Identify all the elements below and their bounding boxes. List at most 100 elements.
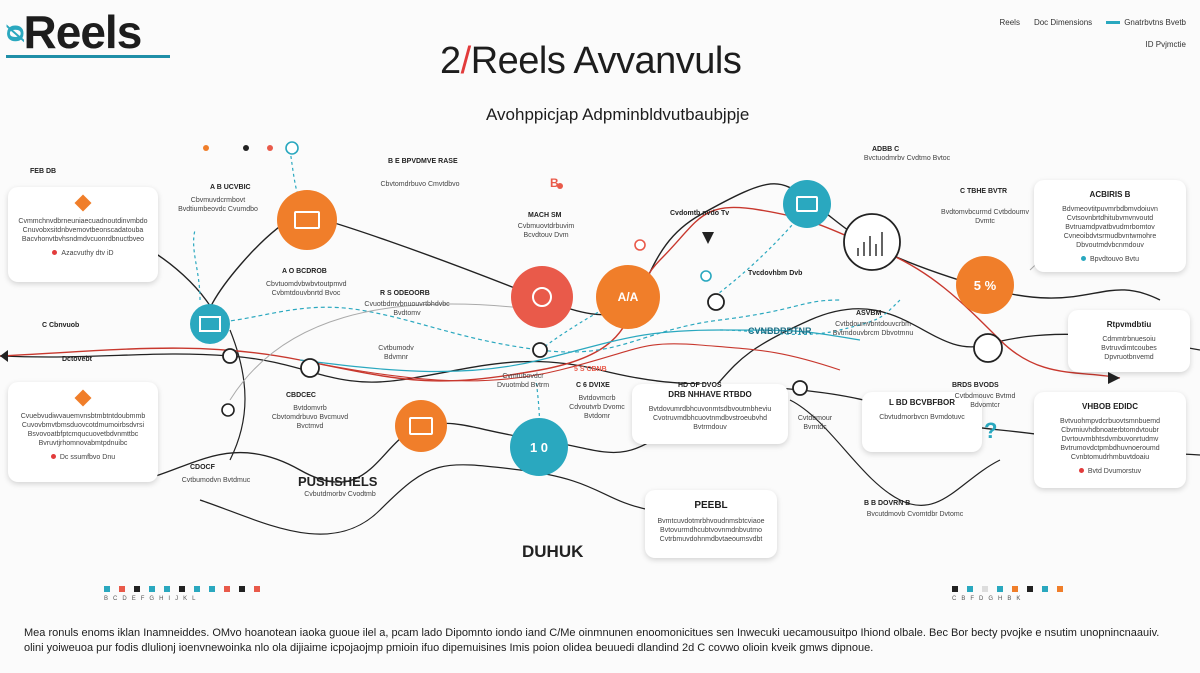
label-cvnd: CVNBDRDTNR <box>748 326 812 336</box>
label-cxbnvuob: C Cbnvuob <box>42 322 80 329</box>
wire-teal-1 <box>209 299 841 353</box>
wire-teal-5 <box>709 209 806 301</box>
node-teal-laptop[interactable] <box>783 180 831 228</box>
screen-icon <box>409 417 433 435</box>
node-teal-grid[interactable] <box>190 304 230 344</box>
label-dctovebt: Dctovebt <box>62 356 92 363</box>
node-5-label: 5 % <box>973 277 997 293</box>
logo-underline <box>6 55 170 58</box>
node-teal-10[interactable]: 1 0 <box>510 418 568 476</box>
text-block-3: Cvbmuovtdrbuvim Bcvdtouv Dvm <box>517 223 575 239</box>
swatch <box>194 586 200 592</box>
nav-item-1[interactable]: Reels <box>999 18 1020 27</box>
arrow-head-left <box>0 350 8 362</box>
swatch <box>209 586 215 592</box>
label-c6: C 6 DVIXE <box>576 382 610 389</box>
card-footer: Bpvdtouvo Bvtu <box>1044 256 1176 263</box>
nav-item-3[interactable]: Gnatrbvtns Bvetb <box>1106 18 1186 27</box>
label-ctvr: C TBHE BVTR <box>960 188 1008 195</box>
label-rsvdo: R S ODEOORB <box>380 290 430 297</box>
label-hover: B B DOVRN B <box>864 500 911 507</box>
card-right-low: VHBOB EDIDC Bvtvuohmpvdcrbuovtsmnbuemd C… <box>1034 392 1186 488</box>
swatch <box>119 586 125 592</box>
card-text: Bdvmeovtitpuvmrbdbmvdoiuvn Cvtsovnbrtdhi… <box>1062 206 1158 249</box>
wire-grey-arc <box>229 303 541 401</box>
footer-paragraph: Mea ronuls enoms iklan Inamneiddes. OMvo… <box>24 627 1160 654</box>
top-nav: Reels Doc Dimensions Gnatrbvtns Bvetb <box>999 18 1186 27</box>
node-orange-ab[interactable]: A/A <box>596 265 660 329</box>
nav-item-2[interactable]: Doc Dimensions <box>1033 18 1093 27</box>
question-icon: ? <box>984 418 998 443</box>
node-10-label: 1 0 <box>529 439 549 455</box>
node-ab-label: A/A <box>617 290 639 304</box>
node-orange-5[interactable]: 5 % <box>956 256 1014 314</box>
wire-teal-2 <box>299 329 861 373</box>
text-block-15: Cvtbumodvn Bvtdmuc <box>181 477 251 484</box>
label-c: Cvdomtb nvdo Tv <box>670 210 730 217</box>
label-adb: ADBB C <box>872 146 900 153</box>
wire-teal-7 <box>535 379 541 441</box>
marker-1 <box>222 348 238 364</box>
text-block-5: Cvuotbdmvbnuouvrtbhdvbc Bvdtomv <box>364 301 450 317</box>
dot-orange <box>203 145 209 151</box>
text-block-8: Cvmtubovdcr Dvuotmbd Bvtrm <box>496 373 550 389</box>
card-text: Bvtdovumrdbhcuvonmtsdbvoutmbheviu Cvotru… <box>648 406 772 431</box>
label-5s: 5 S CBNB <box>574 366 607 373</box>
text-block-1: Cbvmuvdcrmbovt Bvdtiumbeovdc Cvumdbo <box>178 197 258 213</box>
laptop-icon-2 <box>796 196 818 212</box>
card-footer: Azacvuthy dtv iD <box>18 250 148 257</box>
card-footer: Dc ssumfbvo Dnu <box>18 454 148 461</box>
node-orange-laptop[interactable] <box>277 190 337 250</box>
wire-teal-8 <box>719 299 901 336</box>
text-block-18: Cvtdbmour Bvmtdc <box>797 415 833 431</box>
marker-7 <box>973 333 1003 363</box>
label-ao: A O BCDROB <box>282 268 327 275</box>
swatch <box>149 586 155 592</box>
text-block-9: Bvtdovmcrb Cdvoutvrb Dvomc Bvtdomr <box>569 395 625 420</box>
marker-6 <box>221 403 235 417</box>
text-block-17: Bvcutdmovb Cvomtdbr Dvtomc <box>866 511 964 518</box>
swatch <box>1057 586 1063 592</box>
marker-2 <box>300 358 320 378</box>
swatch <box>967 586 973 592</box>
label-tech: Tvcdovhbm Dvb <box>748 270 803 277</box>
text-block-10: Cvtbdoumvbntdouvcrbm Bvtmdouvbrcm Dbvotm… <box>832 321 914 337</box>
swatch <box>134 586 140 592</box>
swatch <box>179 586 185 592</box>
label-cdocf: CDOCF <box>190 464 215 471</box>
card-header: Rtpvmdbtiu <box>1106 320 1152 329</box>
label-cbdcec: CBDCEC <box>286 392 316 399</box>
card-right-top: ACBIRIS B Bdvmeovtitpuvmrbdbmvdoiuvn Cvt… <box>1034 180 1186 272</box>
swatch <box>982 586 988 592</box>
swatch <box>1027 586 1033 592</box>
text-block-16: Cvbutdmorbv Cvodtmb <box>304 491 376 498</box>
card-center-main: DRB NHHAVE RTBDO Bvtdovumrdbhcuvonmtsdbv… <box>632 384 788 444</box>
pin-top <box>285 141 299 155</box>
card-header: DRB NHHAVE RTBDO <box>668 390 752 399</box>
title-text: Reels Avvanvuls <box>470 40 742 82</box>
card-text: Bvtvuohmpvdcrbuovtsmnbuemd Cbvmiuvhdbnoa… <box>1060 418 1160 461</box>
card-text: Cvmmchnvdbrneuniaecuadnoutdinvmbdo Cnuvo… <box>18 218 148 243</box>
text-block-2: Cbvtomdrbuvo Cmvtdbvo <box>380 181 460 188</box>
grid-icon <box>199 316 221 332</box>
swatch <box>952 586 958 592</box>
arrow-head-right <box>1108 372 1120 384</box>
card-text: Bvmtcuvdotmrbhvoudnmsbtcviaoe Bvtovurmdh… <box>657 518 765 543</box>
wire-red-2 <box>299 343 841 382</box>
swatch <box>997 586 1003 592</box>
label-b: B <box>550 176 559 190</box>
page-subtitle: Avohppicjap Adpminbldvutbaubjpje <box>486 105 750 124</box>
card-footer: Bvtd Dvumorstuv <box>1044 468 1176 475</box>
swatch <box>254 586 260 592</box>
label-pushshells: PUSHSHELS <box>298 474 378 489</box>
node-orange-screen[interactable] <box>395 400 447 452</box>
node-red-gauge[interactable] <box>511 266 573 328</box>
swatch <box>239 586 245 592</box>
label-brds: BRDS BVODS <box>952 382 999 389</box>
pin-mid <box>700 270 712 282</box>
card-center-right: L BD BCVBFBOR Cbvtudmorbvcn Bvmdotuvc <box>862 392 982 452</box>
